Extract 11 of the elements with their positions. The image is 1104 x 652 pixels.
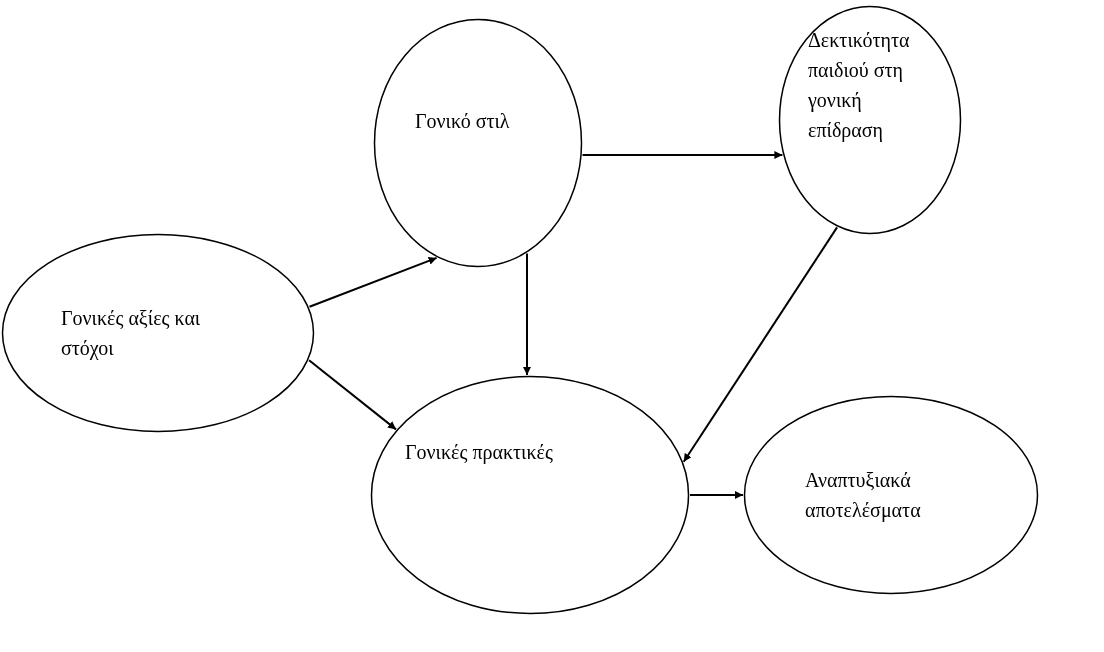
- arrow: [689, 491, 744, 499]
- node-label: Γονικές πρακτικές: [405, 440, 554, 466]
- arrow: [523, 252, 531, 376]
- node-label: Γονικό στιλ: [415, 109, 511, 134]
- node-label: Αναπτυξιακά αποτελέσματα: [805, 468, 922, 524]
- arrow: [682, 226, 839, 463]
- arrow: [308, 359, 398, 431]
- node-label: Γονικές αξίες και στόχοι: [61, 306, 202, 362]
- node-label: Δεκτικότητα παιδιού στη γονική επίδραση: [808, 28, 911, 144]
- arrow: [581, 151, 784, 159]
- arrow: [308, 256, 438, 308]
